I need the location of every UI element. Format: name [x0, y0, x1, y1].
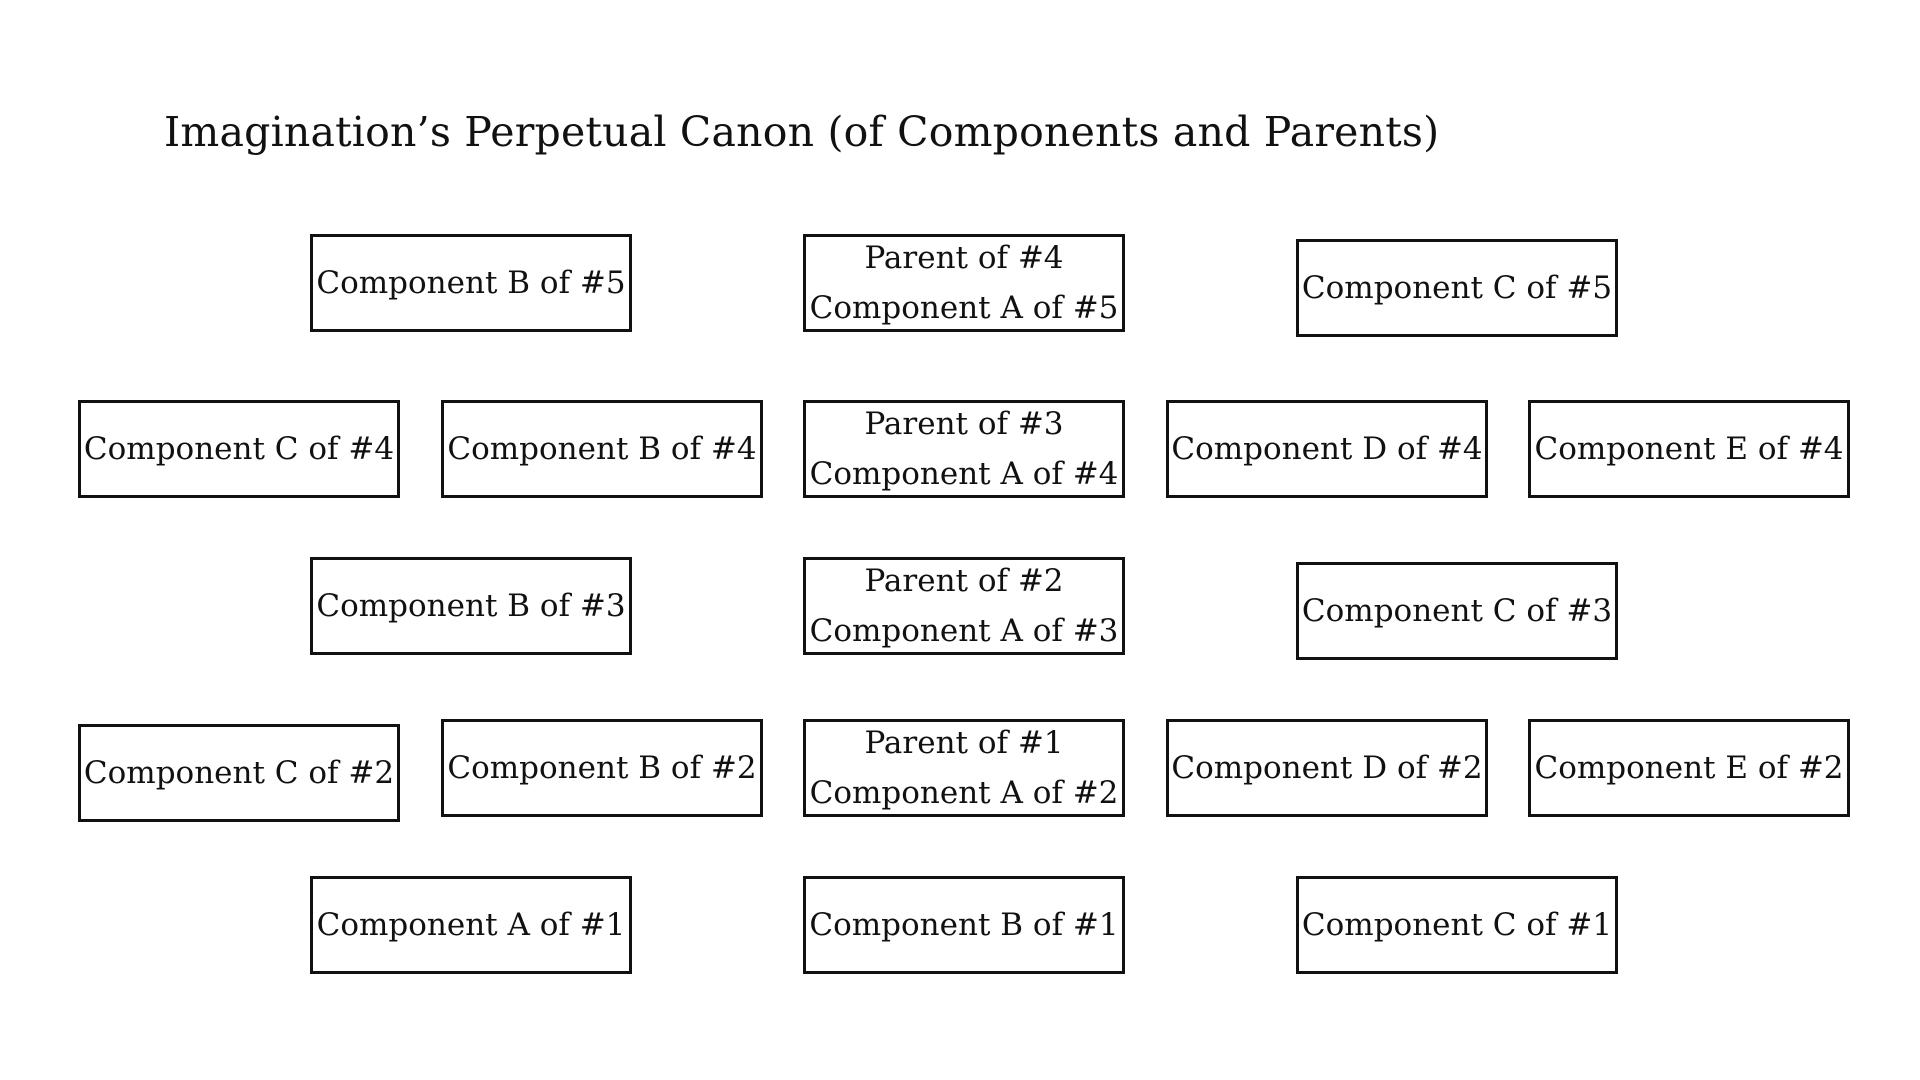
- box-label-line-1: Parent of #1: [864, 725, 1064, 761]
- box-label: Component C of #2: [83, 755, 395, 791]
- box-label-line-1: Parent of #4: [864, 240, 1064, 276]
- box-component-a-of-1: Component A of #1: [310, 876, 632, 974]
- box-label: Component E of #4: [1534, 431, 1844, 467]
- box-label: Component B of #3: [316, 588, 626, 624]
- box-component-b-of-2: Component B of #2: [441, 719, 763, 817]
- box-label: Component B of #1: [809, 907, 1119, 943]
- box-component-c-of-4: Component C of #4: [78, 400, 400, 498]
- box-label-line-1: Parent of #3: [864, 406, 1064, 442]
- box-label: Component C of #4: [83, 431, 395, 467]
- box-label: Component C of #3: [1301, 593, 1613, 629]
- box-component-b-of-3: Component B of #3: [310, 557, 632, 655]
- box-label: Component B of #4: [447, 431, 757, 467]
- box-label-line-2: Component A of #2: [809, 775, 1119, 811]
- box-label: Component D of #4: [1171, 431, 1483, 467]
- box-component-c-of-1: Component C of #1: [1296, 876, 1618, 974]
- box-parent-of-4: Parent of #4 Component A of #5: [803, 234, 1125, 332]
- box-parent-of-3: Parent of #3 Component A of #4: [803, 400, 1125, 498]
- box-component-c-of-5: Component C of #5: [1296, 239, 1618, 337]
- diagram-title: Imagination’s Perpetual Canon (of Compon…: [164, 108, 1440, 156]
- box-label-line-2: Component A of #5: [809, 290, 1119, 326]
- box-label: Component E of #2: [1534, 750, 1844, 786]
- box-parent-of-1: Parent of #1 Component A of #2: [803, 719, 1125, 817]
- box-label-line-1: Parent of #2: [864, 563, 1064, 599]
- box-component-e-of-4: Component E of #4: [1528, 400, 1850, 498]
- box-label: Component B of #2: [447, 750, 757, 786]
- box-component-e-of-2: Component E of #2: [1528, 719, 1850, 817]
- box-label: Component B of #5: [316, 265, 626, 301]
- box-label: Component C of #5: [1301, 270, 1613, 306]
- box-component-b-of-4: Component B of #4: [441, 400, 763, 498]
- box-label-line-2: Component A of #4: [809, 456, 1119, 492]
- box-component-d-of-4: Component D of #4: [1166, 400, 1488, 498]
- box-label: Component D of #2: [1171, 750, 1483, 786]
- box-component-b-of-5: Component B of #5: [310, 234, 632, 332]
- box-component-c-of-2: Component C of #2: [78, 724, 400, 822]
- box-component-d-of-2: Component D of #2: [1166, 719, 1488, 817]
- box-component-b-of-1: Component B of #1: [803, 876, 1125, 974]
- box-parent-of-2: Parent of #2 Component A of #3: [803, 557, 1125, 655]
- box-label: Component C of #1: [1301, 907, 1613, 943]
- box-label: Component A of #1: [316, 907, 626, 943]
- box-label-line-2: Component A of #3: [809, 613, 1119, 649]
- box-component-c-of-3: Component C of #3: [1296, 562, 1618, 660]
